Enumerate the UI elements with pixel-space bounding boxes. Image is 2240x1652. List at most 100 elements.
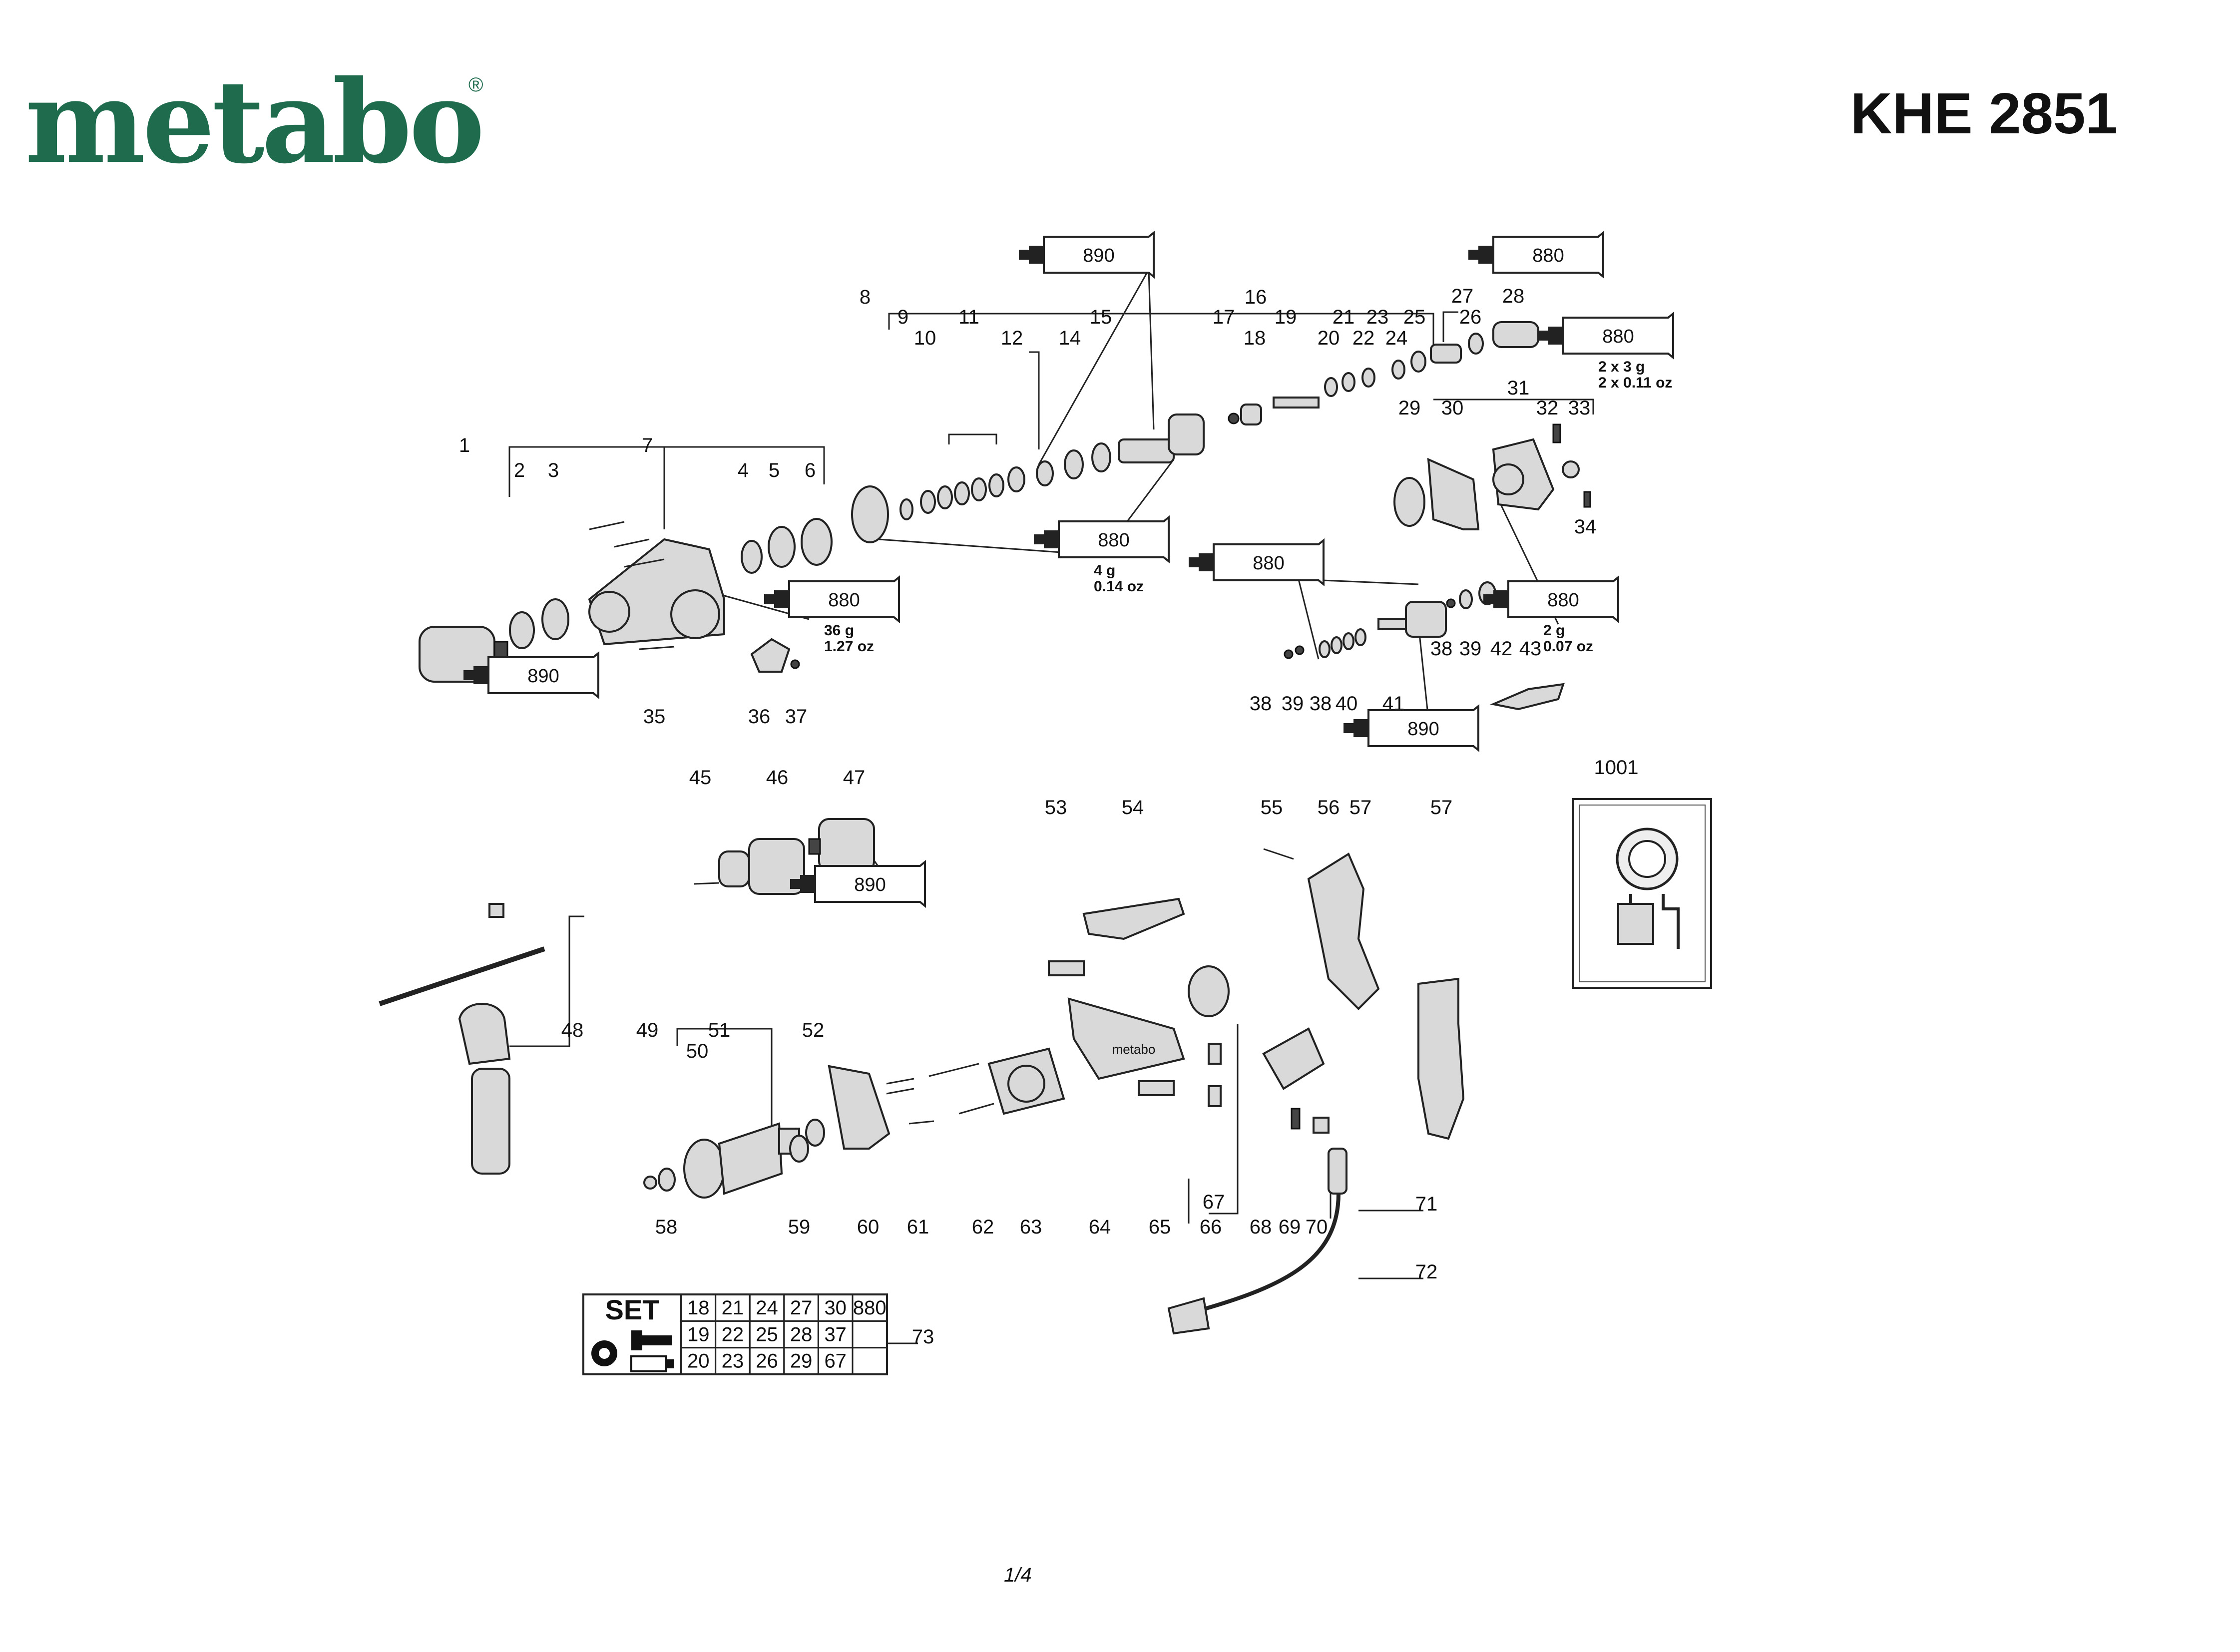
part-label: 62: [972, 1216, 994, 1238]
part-label: 32: [1536, 397, 1559, 419]
part-label: 45: [689, 767, 712, 789]
grease-tube-icon: 890: [463, 651, 599, 700]
part-label: 68: [1250, 1216, 1272, 1238]
set-cell: 18: [687, 1297, 710, 1319]
part-label: 73: [912, 1326, 934, 1348]
part-label: 39: [1459, 638, 1482, 660]
part-label: 3: [548, 459, 559, 481]
part-label: 65: [1149, 1216, 1171, 1238]
part-label: 37: [785, 706, 808, 728]
spindle-part: [1118, 413, 1205, 463]
part-label: 52: [802, 1019, 825, 1041]
set-cell: 28: [790, 1323, 813, 1345]
part-label: 43: [1519, 638, 1542, 660]
wiring-detail-inset: [1572, 798, 1712, 989]
part-label: 14: [1059, 327, 1081, 349]
part-label: 42: [1490, 638, 1513, 660]
motor-housing-part: metabo: [1067, 997, 1185, 1080]
lubricant-amount: 2 x 0.11 oz: [1598, 375, 1672, 391]
handle-left-half-part: [1307, 852, 1380, 1010]
field-coil-part: [987, 1047, 1065, 1115]
registered-mark: ®: [468, 74, 483, 96]
part-label: 34: [1574, 516, 1597, 538]
set-cell: 23: [722, 1350, 744, 1372]
power-cable-part: [1167, 1148, 1347, 1335]
part-label: 51: [708, 1019, 731, 1041]
part-label: 38: [1250, 693, 1272, 715]
part-label: 61: [907, 1216, 929, 1238]
handle-right-half-part: [1417, 977, 1465, 1140]
set-cell: 67: [824, 1350, 847, 1372]
part-label: 49: [636, 1019, 659, 1041]
part-label: 57: [1349, 797, 1372, 819]
part-label: 5: [769, 459, 780, 481]
part-label: 31: [1507, 377, 1530, 399]
tube-code: 880: [1532, 245, 1564, 266]
part-label: 46: [766, 767, 789, 789]
part-label: 59: [788, 1216, 811, 1238]
set-cell: 24: [756, 1297, 778, 1319]
part-label: 67: [1203, 1191, 1225, 1213]
lubricant-amount: 4 g: [1094, 562, 1115, 579]
grease-tube-icon: 890: [1019, 230, 1155, 279]
tube-code: 890: [854, 874, 886, 895]
part-label: 57: [1430, 797, 1453, 819]
set-cell: 30: [824, 1297, 847, 1319]
set-cell: 20: [687, 1350, 710, 1372]
part-label: 30: [1441, 397, 1464, 419]
screw-icon: [631, 1330, 672, 1350]
grease-tube-icon: 880: [1189, 538, 1325, 587]
set-header: SET: [605, 1294, 660, 1325]
part-label: 69: [1279, 1216, 1301, 1238]
part-label: 17: [1213, 306, 1235, 328]
gear-housing-part: [588, 538, 725, 646]
part-label: 54: [1122, 797, 1144, 819]
lubricant-amount: 2 x 3 g: [1598, 359, 1645, 375]
set-cell: 880: [853, 1297, 887, 1319]
armature-part: [683, 1122, 800, 1199]
part-label: 72: [1415, 1261, 1438, 1283]
part-label: 60: [857, 1216, 880, 1238]
tube-code: 890: [1407, 719, 1439, 740]
part-label: 66: [1200, 1216, 1222, 1238]
part-label: 25: [1403, 306, 1426, 328]
part-label: 38: [1430, 638, 1453, 660]
tube-code: 880: [828, 590, 860, 611]
part-label: 18: [1244, 327, 1266, 349]
part-label: 29: [1398, 397, 1421, 419]
lubricant-amount: 0.07 oz: [1543, 638, 1593, 655]
part-label: 12: [1001, 327, 1023, 349]
part-label: 1001: [1594, 757, 1639, 779]
part-label: 2: [514, 459, 525, 481]
part-label: 53: [1045, 797, 1067, 819]
part-drawings: metabo: [379, 321, 1591, 1335]
part-label: 20: [1318, 327, 1340, 349]
part-label: 35: [643, 706, 666, 728]
part-label: 50: [686, 1040, 709, 1062]
intermediate-shaft-part: [1284, 601, 1447, 659]
washer-icon: [591, 1340, 617, 1366]
part-label: 26: [1459, 306, 1482, 328]
part-label: 28: [1502, 285, 1525, 307]
part-label: 48: [561, 1019, 584, 1041]
part-label: 6: [805, 459, 816, 481]
svg-text:metabo: metabo: [1112, 1042, 1156, 1057]
lubricant-amount: 36 g: [824, 622, 854, 639]
part-label: 10: [914, 327, 936, 349]
lubricant-amount: 0.14 oz: [1094, 578, 1144, 595]
part-label: 22: [1352, 327, 1375, 349]
part-label: 64: [1089, 1216, 1111, 1238]
part-label: 70: [1306, 1216, 1328, 1238]
part-label: 9: [897, 306, 908, 328]
part-label: 38: [1310, 693, 1332, 715]
key-chuck-part: [808, 818, 875, 872]
part-label: 8: [860, 286, 871, 308]
part-label: 16: [1245, 286, 1267, 308]
tube-code: 880: [1098, 530, 1129, 551]
part-label: 7: [642, 434, 653, 456]
